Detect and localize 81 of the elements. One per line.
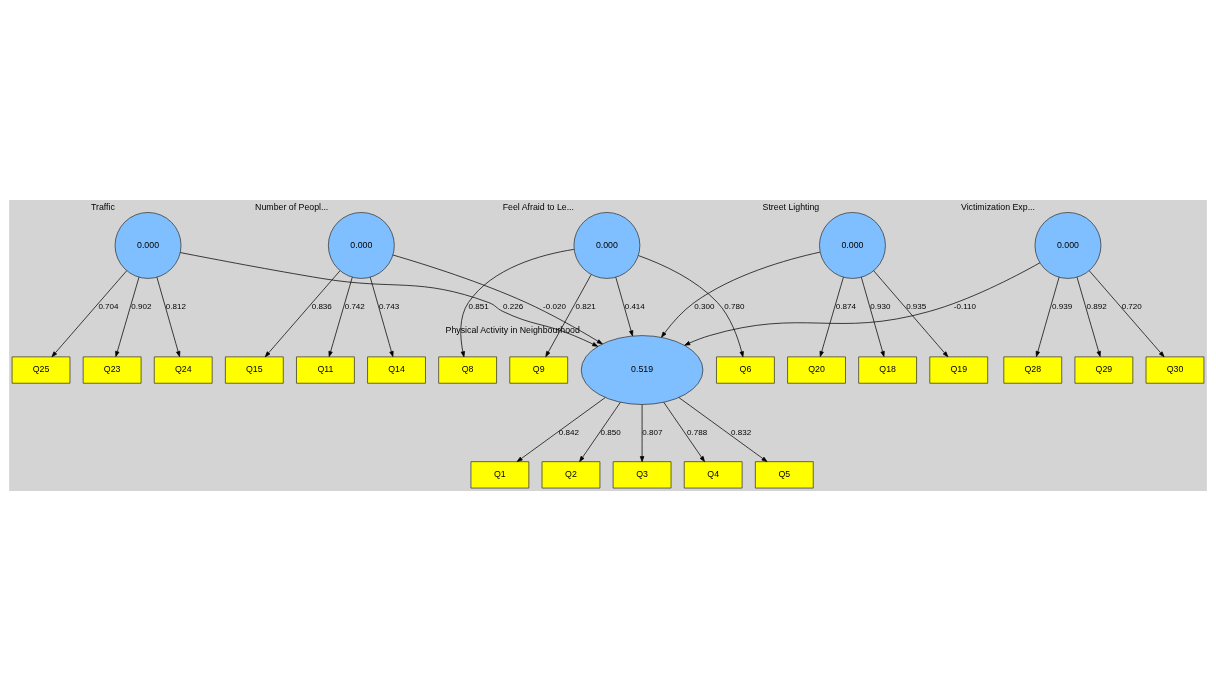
edge-label: 0.836 — [311, 302, 332, 312]
edge-label: 0.842 — [558, 428, 579, 438]
node-box: Q23 — [82, 356, 142, 384]
edge-label: 0.930 — [870, 302, 891, 312]
node-circle: 0.000 — [114, 212, 182, 279]
arrow — [545, 274, 592, 358]
node-box: Q1 — [470, 461, 530, 489]
edge-label: 0.704 — [98, 302, 119, 312]
arrow — [638, 255, 744, 358]
arrow — [264, 270, 341, 358]
edge-label: 0.850 — [600, 428, 621, 438]
arrow — [115, 276, 140, 357]
node-circle: 0.000 — [819, 212, 886, 279]
node-box: Q19 — [929, 356, 989, 384]
node-box: Q29 — [1074, 356, 1134, 384]
node-box: Q9 — [509, 356, 569, 384]
edge-label: 0.743 — [379, 302, 400, 312]
arrow — [460, 249, 575, 358]
node-box: Q2 — [541, 461, 601, 489]
edge-label: -0.110 — [953, 302, 977, 312]
node-box: Q25 — [11, 356, 71, 384]
node-box: Q15 — [225, 356, 284, 384]
node-box: Q20 — [787, 356, 846, 384]
arrow — [516, 397, 606, 462]
arrow — [819, 276, 844, 357]
edge-label: 0.902 — [131, 302, 152, 312]
arrow — [51, 270, 127, 358]
edge-label: 0.812 — [165, 302, 186, 312]
node-circle: 0.000 — [573, 212, 641, 279]
edge-label: -0.020 — [543, 302, 566, 312]
edge-label: 0.821 — [575, 302, 596, 312]
node-box: Q8 — [438, 356, 497, 384]
arrow — [860, 276, 885, 357]
arrow — [684, 262, 1041, 346]
edge-label: 0.939 — [1052, 302, 1073, 312]
edge-label: 0.874 — [835, 302, 856, 312]
edge-label: 0.300 — [694, 302, 715, 312]
arrow — [873, 270, 949, 358]
edge-label: 0.414 — [624, 302, 645, 312]
node-label: Traffic — [91, 201, 115, 212]
arrow — [639, 404, 645, 463]
node-box: Q28 — [1003, 356, 1063, 384]
node-box: Q18 — [858, 356, 917, 384]
arrow — [663, 402, 705, 462]
arrow — [1076, 276, 1101, 357]
node-box: Q14 — [367, 356, 426, 384]
node-circle: 0.000 — [1034, 212, 1102, 279]
arrow — [392, 254, 603, 345]
node-box: Q5 — [754, 461, 814, 489]
edge-label: 0.832 — [730, 428, 752, 438]
arrow — [579, 402, 621, 462]
arrow — [678, 397, 768, 462]
node-ellipse: 0.519 — [580, 335, 704, 405]
edge-label: 0.780 — [724, 302, 745, 312]
node-label: Street Lighting — [762, 201, 820, 212]
edge-label: 0.226 — [503, 302, 524, 312]
node-label: Victimization Exp... — [960, 201, 1035, 212]
node-box: Q4 — [683, 461, 743, 489]
arrow — [661, 251, 821, 338]
node-label: Number of Peopl... — [255, 201, 329, 212]
node-label: Feel Afraid to Le... — [502, 201, 575, 212]
node-box: Q3 — [612, 461, 672, 489]
edge-label: 0.892 — [1086, 302, 1107, 312]
node-box: Q30 — [1145, 356, 1205, 384]
arrow — [179, 252, 599, 347]
arrow — [328, 276, 353, 357]
arrow — [1089, 270, 1165, 358]
edge-label: 0.788 — [686, 428, 708, 438]
node-box: Q11 — [296, 356, 355, 384]
edge-label: 0.935 — [906, 302, 927, 312]
edge-label: 0.807 — [642, 428, 663, 438]
arrow — [615, 276, 634, 337]
edge-label: 0.720 — [1121, 302, 1142, 312]
arrow — [156, 276, 181, 357]
arrow — [369, 276, 394, 357]
node-circle: 0.000 — [328, 212, 395, 279]
edge-label: 0.742 — [344, 302, 365, 312]
node-box: Q24 — [153, 356, 213, 384]
arrow — [1035, 276, 1060, 357]
edge-label: 0.851 — [468, 302, 489, 312]
node-box: Q6 — [716, 356, 775, 384]
